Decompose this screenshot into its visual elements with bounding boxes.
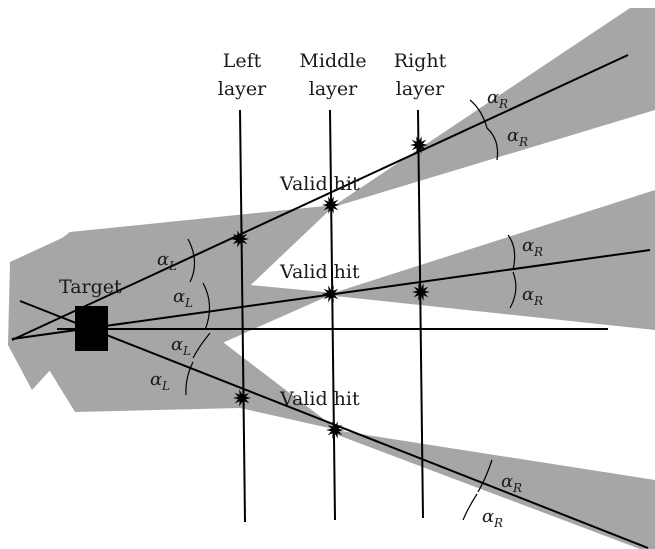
arc-alpha-r-middle-1 — [507, 234, 516, 271]
arc-alpha-l-lower-2 — [185, 361, 194, 396]
svg-text:α: α — [501, 471, 513, 492]
hit-middle-middle-marker — [322, 285, 340, 303]
arc-alpha-l-lower-1 — [192, 332, 211, 359]
hit-middle-lower-marker — [326, 421, 344, 439]
alpha-l-label-2: α L — [173, 286, 193, 310]
arc-alpha-r-middle-2 — [509, 271, 517, 309]
arc-alpha-r-lower-2 — [462, 493, 478, 521]
svg-text:α: α — [507, 125, 519, 146]
svg-text:L: L — [168, 259, 177, 273]
svg-text:α: α — [173, 286, 185, 307]
left-layer-label-1: Left — [223, 50, 262, 72]
svg-text:R: R — [512, 481, 522, 495]
target-box — [75, 306, 108, 351]
left-layer-line — [239, 109, 246, 523]
svg-text:L: L — [182, 344, 191, 358]
svg-text:L: L — [184, 296, 193, 310]
svg-text:α: α — [150, 369, 162, 390]
right-layer-line — [417, 109, 424, 519]
target-label: Target — [59, 276, 122, 298]
hit-right-upper-marker — [410, 136, 428, 154]
alpha-r-label-6: α R — [482, 506, 503, 530]
svg-text:α: α — [522, 235, 534, 256]
svg-text:α: α — [171, 334, 183, 355]
arc-alpha-r-upper-2 — [486, 127, 499, 161]
alpha-r-label-4: α R — [522, 284, 543, 308]
svg-text:R: R — [533, 294, 543, 308]
alpha-r-label-3: α R — [522, 235, 543, 259]
svg-text:α: α — [157, 249, 169, 270]
track-upper — [11, 54, 629, 341]
svg-text:R: R — [518, 135, 528, 149]
svg-text:R: R — [493, 516, 503, 530]
left-layer-label-2: layer — [218, 78, 267, 100]
hit-right-middle-marker — [412, 283, 430, 301]
svg-text:R: R — [533, 245, 543, 259]
middle-layer-line — [329, 109, 336, 521]
svg-text:L: L — [161, 379, 170, 393]
alpha-l-label-3: α L — [171, 334, 191, 358]
svg-text:α: α — [482, 506, 494, 527]
alpha-r-label-5: α R — [501, 471, 522, 495]
alpha-l-label-1: α L — [157, 249, 177, 273]
arc-alpha-r-upper-1 — [469, 99, 488, 129]
valid-hit-label-lower: Valid hit — [279, 388, 360, 410]
valid-hit-label-upper: Valid hit — [279, 173, 360, 195]
valid-hit-label-middle: Valid hit — [279, 261, 360, 283]
middle-layer-label-2: layer — [309, 78, 358, 100]
middle-layer-label-1: Middle — [299, 50, 366, 72]
svg-text:α: α — [522, 284, 534, 305]
hit-left-upper-marker — [231, 230, 249, 248]
alpha-r-label-2: α R — [507, 125, 528, 149]
arc-alpha-r-lower-1 — [477, 459, 493, 493]
arc-alpha-l-upper — [187, 238, 196, 283]
right-cone-middle — [333, 190, 655, 330]
hit-left-lower-marker — [233, 389, 251, 407]
svg-text:α: α — [487, 87, 499, 108]
arc-alpha-l-middle — [202, 282, 211, 331]
right-cone-upper — [335, 8, 655, 205]
right-layer-label-2: layer — [396, 78, 445, 100]
hit-middle-upper-marker — [322, 196, 340, 214]
right-layer-label-1: Right — [394, 50, 447, 72]
svg-text:R: R — [498, 97, 508, 111]
left-cone-lower — [40, 330, 338, 430]
alpha-l-label-4: α L — [150, 369, 170, 393]
hit-markers — [231, 136, 430, 439]
alpha-r-label-1: α R — [487, 87, 508, 111]
